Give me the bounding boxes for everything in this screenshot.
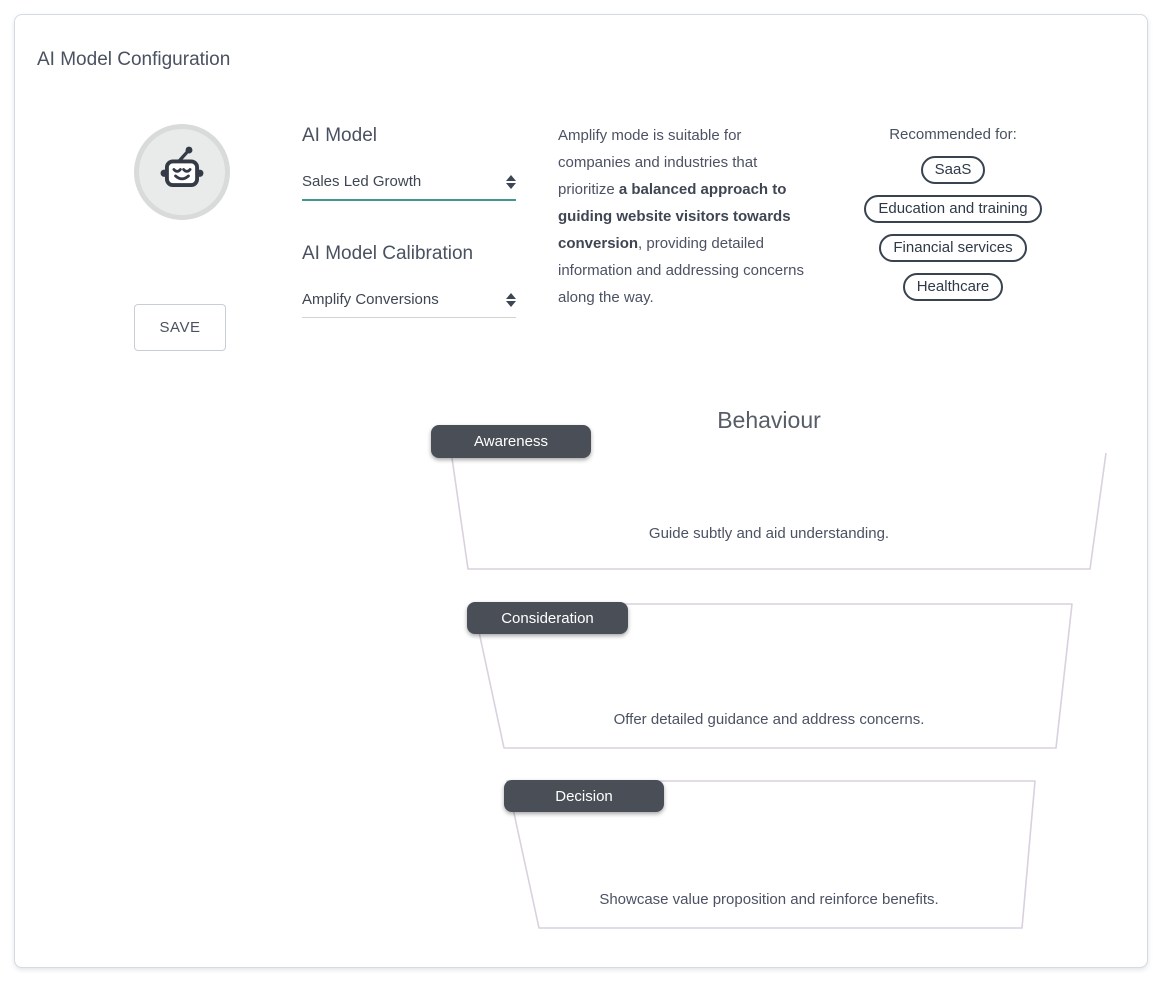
active-field-underline	[302, 199, 516, 201]
ai-model-calibration-select[interactable]: Amplify Conversions	[302, 291, 516, 308]
description-post: , providing detailed information and add…	[558, 235, 804, 306]
robot-icon	[154, 142, 210, 203]
page-title: AI Model Configuration	[37, 49, 231, 70]
behaviour-heading: Behaviour	[717, 407, 821, 433]
recommended-title: Recommended for:	[889, 126, 1017, 143]
tag-education-and-training: Education and training	[864, 195, 1042, 223]
tag-financial-services: Financial services	[879, 234, 1027, 262]
recommended-section: Recommended for: SaaS Education and trai…	[843, 126, 1063, 301]
stage-description-awareness: Guide subtly and aid understanding.	[648, 525, 890, 542]
ai-model-select[interactable]: Sales Led Growth	[302, 173, 516, 190]
tag-saas: SaaS	[920, 156, 986, 184]
stage-tab-awareness: Awareness	[431, 425, 591, 458]
save-button[interactable]: SAVE	[134, 304, 226, 351]
description-bold: a balanced approach to guiding website v…	[558, 181, 791, 252]
stage-description-consideration: Offer detailed guidance and address conc…	[613, 711, 925, 728]
field-underline	[302, 317, 516, 318]
ai-model-label: AI Model	[302, 125, 377, 146]
calibration-selected-value: Amplify Conversions	[302, 291, 439, 308]
unfold-arrows-icon	[506, 292, 516, 307]
ai-model-configuration-card: AI Model Configuration SAVE AI Model	[14, 14, 1148, 968]
stage-tab-decision: Decision	[504, 780, 664, 812]
stage-tab-consideration: Consideration	[467, 602, 628, 634]
avatar	[134, 124, 230, 220]
unfold-arrows-icon	[506, 174, 516, 189]
mode-description: Amplify mode is suitable for companies a…	[558, 122, 814, 311]
tag-healthcare: Healthcare	[902, 273, 1004, 301]
ai-model-selected-value: Sales Led Growth	[302, 173, 422, 190]
model-settings: AI Model Sales Led Growth AI Model Calib…	[302, 125, 516, 318]
stage-description-decision: Showcase value proposition and reinforce…	[599, 891, 939, 908]
funnel-segment-awareness	[451, 452, 1107, 570]
ai-model-calibration-label: AI Model Calibration	[302, 243, 474, 264]
description-pre: Amplify mode is suitable for companies a…	[558, 127, 758, 198]
